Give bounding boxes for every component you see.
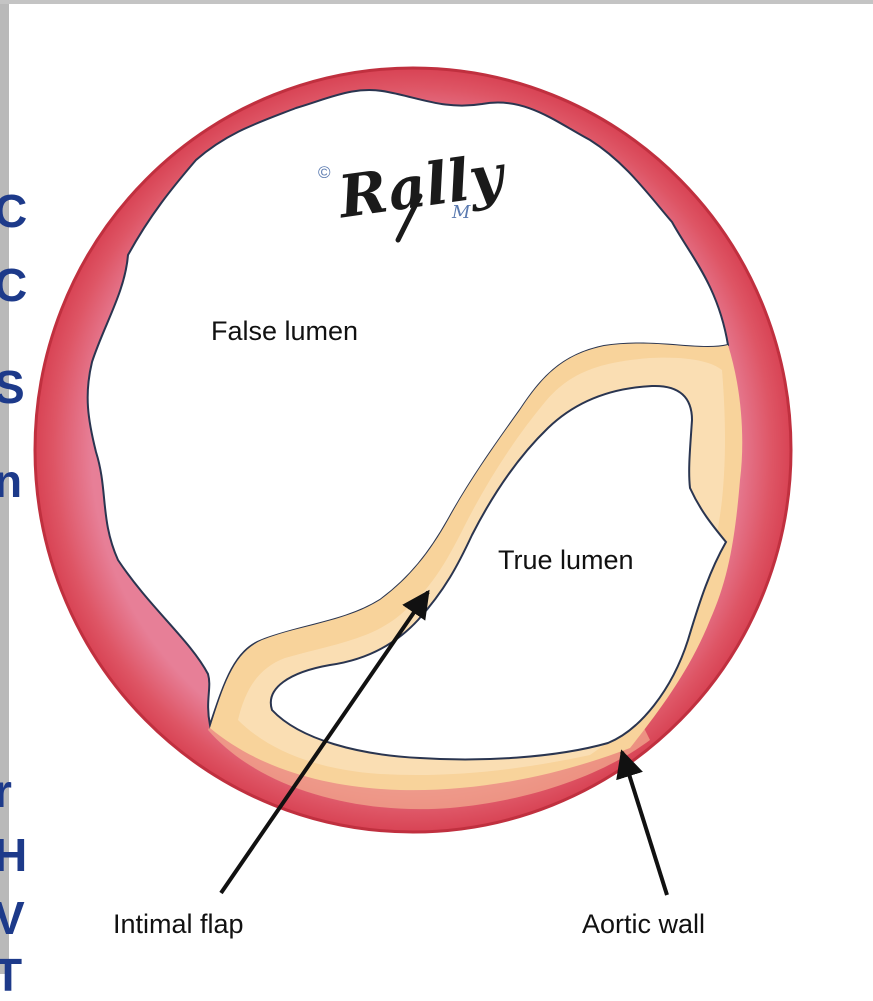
aortic-dissection-diagram: © Rally M False lumen True lumen Intimal…: [0, 0, 873, 974]
aortic-wall-arrow: [622, 752, 667, 895]
svg-text:©: ©: [318, 163, 331, 182]
aortic-wall-label: Aortic wall: [582, 909, 705, 939]
svg-text:M: M: [451, 202, 471, 223]
true-lumen-label: True lumen: [498, 545, 634, 575]
false-lumen-label: False lumen: [211, 316, 358, 346]
intimal-flap-label: Intimal flap: [113, 909, 244, 939]
